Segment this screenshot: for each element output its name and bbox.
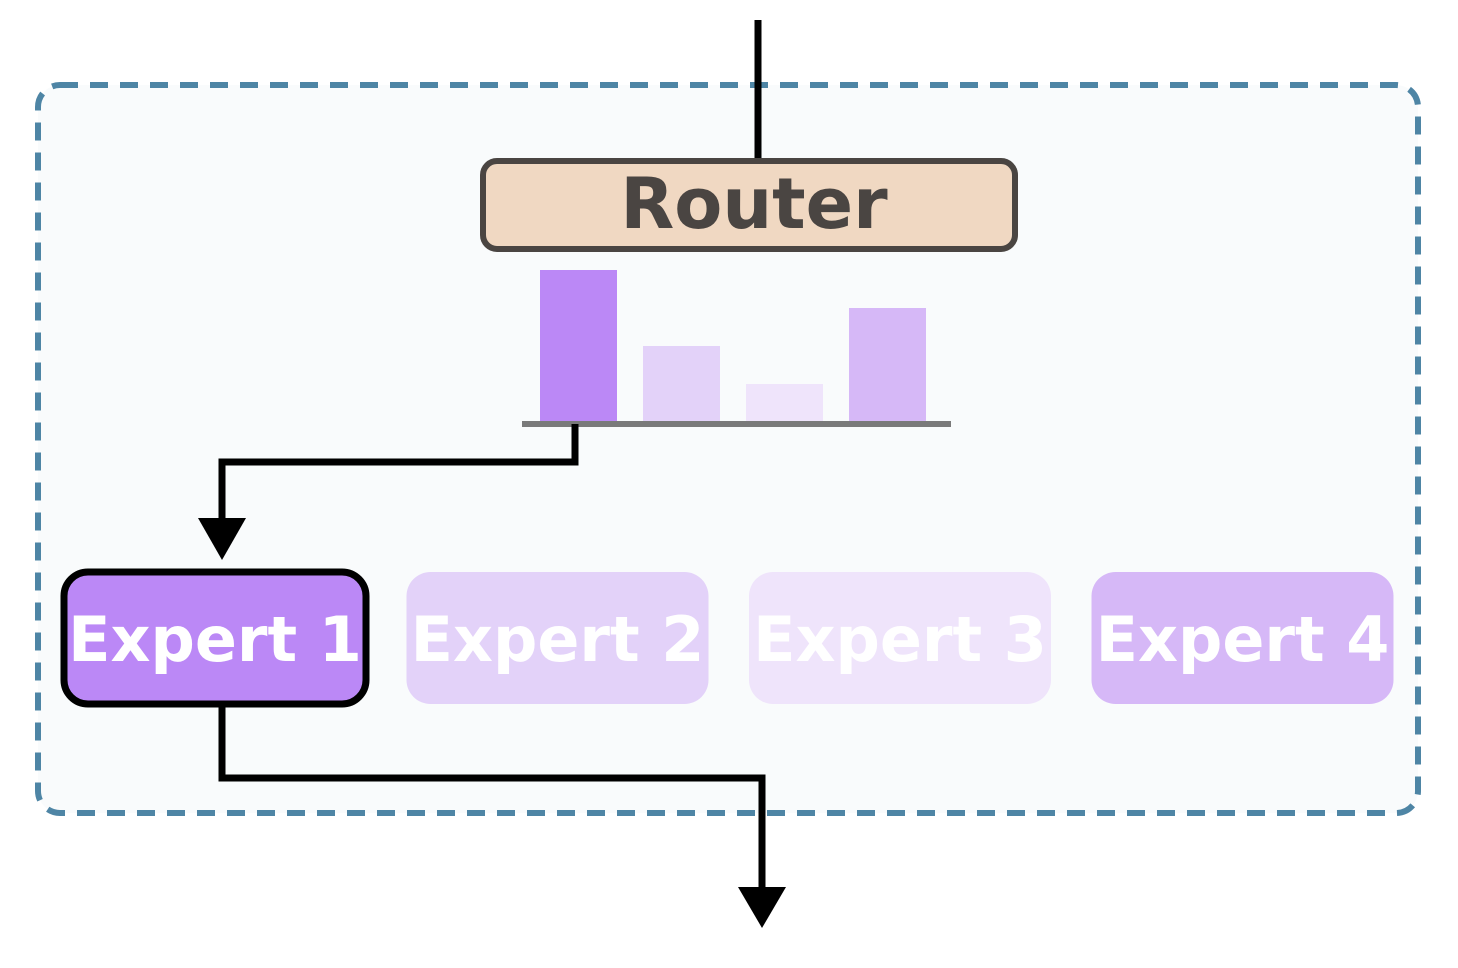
output-arrowhead-down-icon: [738, 887, 786, 928]
gate-bar-1: [540, 270, 617, 422]
expert-3-rect: [749, 572, 1051, 704]
gate-score-bars: [540, 270, 926, 422]
gate-bar-3: [746, 384, 823, 422]
moe-layer-container: [35, 82, 1421, 816]
expert-2-label: Expert 2: [411, 603, 705, 676]
route-arrow-to-expert-1: [218, 424, 579, 525]
router-box: Router: [480, 158, 1018, 252]
expert-4-rect: [1091, 572, 1394, 704]
expert-1-rect: [60, 568, 370, 708]
expert-1-box: Expert 1: [60, 568, 370, 708]
router-rect: [480, 158, 1018, 252]
gate-bar-2: [643, 346, 720, 422]
expert-4-box: Expert 4: [1091, 572, 1394, 704]
output-arrow-line: [218, 705, 766, 895]
expert-3-label: Expert 3: [753, 603, 1047, 676]
expert-2-rect: [406, 572, 709, 704]
route-arrowhead-down-icon: [198, 518, 246, 560]
router-label: Router: [620, 163, 888, 245]
experts-row: Expert 1 Expert 2 Expert 3 Expert 4: [60, 568, 1394, 708]
expert-3-box: Expert 3: [749, 572, 1051, 704]
expert-4-label: Expert 4: [1096, 603, 1390, 676]
gate-bar-4: [849, 308, 926, 422]
expert-2-box: Expert 2: [406, 572, 709, 704]
expert-1-label: Expert 1: [68, 603, 362, 676]
